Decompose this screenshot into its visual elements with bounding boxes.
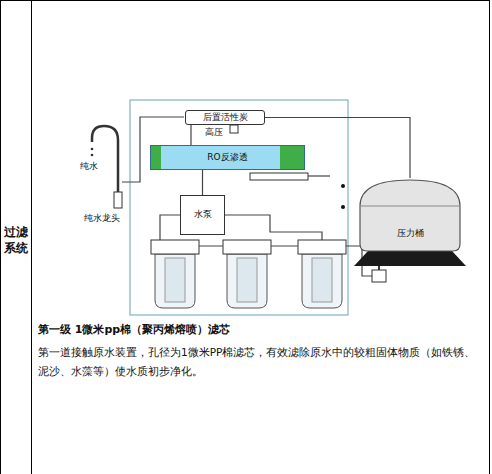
diagram-frame xyxy=(130,100,348,315)
part-label: 纯水龙头 xyxy=(84,212,120,225)
node-label: 水泵 xyxy=(194,210,212,220)
filter-cap xyxy=(298,240,346,254)
dot xyxy=(341,184,345,188)
pipe xyxy=(199,245,298,246)
part-label: 纯水 xyxy=(80,160,98,173)
filter-cap xyxy=(223,240,271,254)
filter-cartridge xyxy=(312,258,332,302)
pipe xyxy=(225,215,322,240)
filter-cap xyxy=(151,240,199,254)
pipe xyxy=(160,215,180,240)
table-border xyxy=(0,0,490,1)
tank-stand xyxy=(354,251,466,266)
table-border xyxy=(31,0,32,474)
section-heading: 第一级 1微米pp棉（聚丙烯熔喷）滤芯 xyxy=(38,322,483,337)
water-drop xyxy=(91,154,94,157)
table-border xyxy=(0,0,1,474)
filter-housing xyxy=(155,254,195,308)
pipe-connector xyxy=(202,170,203,195)
flow-restrictor xyxy=(250,173,308,180)
post-carbon-filter: 后置活性炭 xyxy=(185,110,265,125)
body-text: 第一道接触原水装置，孔径为1微米PP棉滤芯，有效滤除原水中的较粗固体物质（如铁锈… xyxy=(38,343,483,381)
row-heading: 过滤系统 xyxy=(4,224,28,256)
filter-housing xyxy=(302,254,342,308)
tank-seam xyxy=(360,206,460,207)
pressure-switch xyxy=(230,125,238,133)
tank-outline xyxy=(355,178,465,253)
dot xyxy=(341,205,345,209)
node-label: RO反渗透 xyxy=(207,153,247,163)
inlet-valve xyxy=(372,270,386,282)
pipe xyxy=(308,175,330,176)
ro-membrane: RO反渗透 xyxy=(150,145,305,170)
node-label: 压力桶 xyxy=(397,229,424,239)
pump-box: 水泵 xyxy=(180,195,225,235)
water-drop xyxy=(91,148,94,151)
table-border xyxy=(489,0,490,474)
tank-body xyxy=(360,180,460,251)
pressure-tank: 压力桶 xyxy=(355,178,465,253)
pipe-connector xyxy=(190,125,191,145)
faucet-base xyxy=(114,192,122,208)
node-label: 后置活性炭 xyxy=(203,113,248,123)
part-label: 高压 xyxy=(205,126,223,139)
filter-housing xyxy=(227,254,267,308)
filter-cartridge xyxy=(237,258,257,302)
filter-cartridge xyxy=(165,258,185,302)
